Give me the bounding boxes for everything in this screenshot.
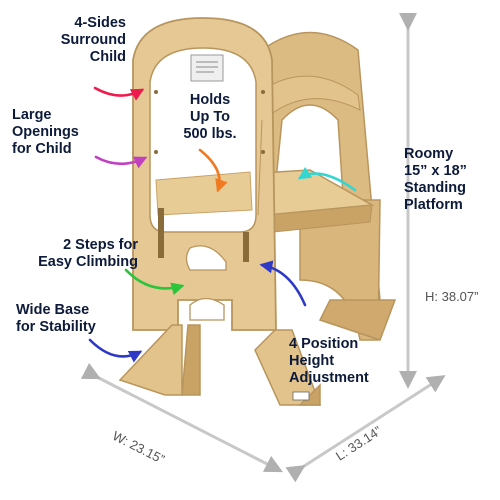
dimension-lines: [80, 13, 446, 483]
surround-arrow: [93, 86, 145, 101]
platform-arrow: [297, 166, 357, 192]
base-arrow: [88, 338, 143, 363]
tower-feet: [118, 324, 322, 406]
annotation-arrows: [88, 86, 357, 363]
label-large-openings: Large Openings for Child: [12, 107, 79, 157]
dimension-height: H: 38.07”: [425, 289, 479, 304]
height-arrow: [259, 260, 307, 307]
label-holds-500-lbs: Holds Up To 500 lbs.: [183, 92, 237, 142]
label-wide-base: Wide Base for Stability: [16, 302, 96, 335]
tower-front-frame: [132, 17, 277, 331]
label-four-sides-surround: 4-Sides Surround Child: [60, 15, 126, 65]
label-standing-platform: Roomy 15” x 18” Standing Platform: [404, 146, 467, 213]
label-height-adjustment: 4 Position Height Adjustment: [289, 336, 369, 386]
label-two-steps: 2 Steps for Easy Climbing: [38, 237, 138, 270]
openings-arrow: [94, 155, 148, 169]
holds-arrow: [198, 148, 228, 193]
steps-arrow: [124, 268, 185, 296]
